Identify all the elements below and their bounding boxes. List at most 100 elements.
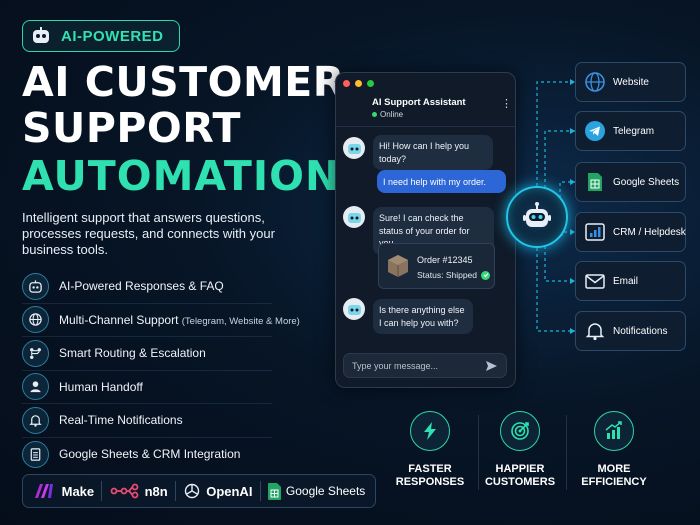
chat-message-user: I need help with my order. bbox=[377, 170, 506, 193]
chat-title: AI Support Assistant bbox=[372, 97, 466, 108]
ai-powered-badge: AI-POWERED bbox=[22, 20, 180, 52]
benefit-divider bbox=[478, 415, 479, 490]
feature-note: (Telegram, Website & More) bbox=[181, 315, 300, 327]
channel-label: Telegram bbox=[613, 125, 655, 137]
bell-icon bbox=[29, 414, 42, 427]
mail-icon bbox=[585, 274, 605, 289]
person-icon bbox=[30, 381, 41, 393]
robot-icon bbox=[29, 280, 42, 293]
bot-avatar bbox=[343, 298, 365, 320]
order-card[interactable]: Order #12345 Status: Shipped bbox=[378, 243, 495, 289]
chat-header-divider bbox=[336, 126, 515, 127]
google-sheets-icon bbox=[267, 482, 281, 500]
message-input-box bbox=[343, 353, 507, 378]
benefit-label-line2: EFFICIENCY bbox=[581, 476, 647, 488]
channel-notifications[interactable]: Notifications bbox=[575, 311, 686, 351]
target-icon bbox=[511, 422, 529, 440]
order-status: Status: Shipped bbox=[417, 270, 491, 280]
feature-item: Real-Time Notifications bbox=[22, 404, 272, 438]
tool-divider bbox=[259, 481, 261, 501]
feature-label: Multi-Channel Support bbox=[59, 312, 179, 327]
lightning-icon bbox=[424, 422, 436, 440]
robot-icon bbox=[347, 143, 361, 154]
tool-label: Google Sheets bbox=[285, 484, 366, 498]
chat-status: Online bbox=[372, 110, 403, 119]
robot-icon bbox=[347, 212, 361, 223]
openai-logo-icon bbox=[185, 483, 200, 499]
globe-icon bbox=[585, 72, 605, 92]
tool-make: Make bbox=[33, 482, 95, 500]
check-icon bbox=[481, 270, 491, 280]
channel-label: Notifications bbox=[613, 325, 668, 337]
feature-item: Human Handoff bbox=[22, 371, 272, 404]
tool-google-sheets: Google Sheets bbox=[267, 482, 366, 500]
send-icon[interactable] bbox=[485, 360, 498, 372]
channel-email[interactable]: Email bbox=[575, 261, 686, 301]
headline-line-3: AUTOMATION bbox=[22, 152, 341, 200]
message-input[interactable] bbox=[352, 360, 472, 371]
robot-icon bbox=[33, 27, 49, 43]
tool-divider bbox=[101, 481, 103, 501]
chat-message-bot: Is there anything else I can help you wi… bbox=[373, 299, 473, 334]
ai-hub bbox=[506, 186, 568, 248]
feature-label: AI-Powered Responses & FAQ bbox=[59, 279, 224, 294]
window-close-dot[interactable] bbox=[343, 80, 350, 87]
feature-list: AI-Powered Responses & FAQ Multi-Channel… bbox=[22, 270, 300, 472]
tool-openai: OpenAI bbox=[183, 482, 252, 500]
bot-avatar bbox=[343, 206, 365, 228]
bot-avatar bbox=[343, 137, 365, 159]
make-logo-icon bbox=[34, 484, 53, 498]
robot-icon bbox=[347, 304, 361, 315]
channel-label: Website bbox=[613, 76, 649, 88]
feature-label: Human Handoff bbox=[59, 379, 143, 394]
tool-label: Make bbox=[61, 483, 95, 499]
feature-label: Google Sheets & CRM Integration bbox=[59, 447, 241, 462]
order-title: Order #12345 bbox=[417, 255, 473, 265]
benefit-label-line2: RESPONSES bbox=[395, 476, 465, 488]
channel-telegram[interactable]: Telegram bbox=[575, 111, 686, 151]
channel-crm-helpdesk[interactable]: CRM / Helpdesk bbox=[575, 212, 686, 252]
tool-label: OpenAI bbox=[206, 483, 253, 499]
google-sheets-icon bbox=[588, 173, 602, 191]
feature-item: Google Sheets & CRM Integration bbox=[22, 438, 272, 472]
channel-label: CRM / Helpdesk bbox=[613, 226, 686, 238]
channel-label: Email bbox=[613, 275, 639, 287]
window-maximize-dot[interactable] bbox=[367, 80, 374, 87]
crm-chart-icon bbox=[585, 223, 605, 241]
tool-label: n8n bbox=[144, 483, 168, 499]
intro-text: Intelligent support that answers questio… bbox=[22, 210, 275, 257]
sheet-icon bbox=[30, 448, 41, 461]
globe-icon bbox=[29, 313, 42, 326]
benefit-label-line1: FASTER bbox=[408, 463, 452, 475]
channel-website[interactable]: Website bbox=[575, 62, 686, 102]
more-options-icon[interactable]: ⋮ bbox=[501, 98, 512, 110]
channel-label: Google Sheets bbox=[613, 176, 680, 188]
bell-icon bbox=[585, 323, 605, 341]
feature-item: AI-Powered Responses & FAQ bbox=[22, 270, 272, 304]
chat-status-label: Online bbox=[380, 110, 404, 119]
telegram-icon bbox=[585, 121, 605, 141]
tool-divider bbox=[174, 481, 176, 501]
order-status-label: Status: Shipped bbox=[417, 270, 478, 280]
feature-label: Real-Time Notifications bbox=[59, 413, 183, 428]
growth-chart-icon bbox=[605, 421, 622, 439]
feature-item: Smart Routing & Escalation bbox=[22, 337, 272, 371]
headline-line-2: SUPPORT bbox=[22, 104, 241, 152]
benefit-label-line1: MORE bbox=[597, 463, 631, 475]
tool-n8n: n8n bbox=[110, 483, 168, 499]
online-indicator bbox=[372, 112, 377, 117]
channel-google-sheets[interactable]: Google Sheets bbox=[575, 162, 686, 202]
feature-item: Multi-Channel Support (Telegram, Website… bbox=[22, 304, 300, 337]
headline-line-1: AI CUSTOMER bbox=[22, 58, 345, 106]
robot-icon bbox=[523, 202, 551, 227]
benefit-label-line1: HAPPIER bbox=[495, 463, 545, 475]
badge-label: AI-POWERED bbox=[61, 27, 164, 45]
package-icon bbox=[388, 255, 408, 277]
feature-label: Smart Routing & Escalation bbox=[59, 346, 206, 361]
window-minimize-dot[interactable] bbox=[355, 80, 362, 87]
chat-message-bot: Hi! How can I help you today? bbox=[373, 135, 493, 170]
benefit-divider bbox=[566, 415, 567, 490]
